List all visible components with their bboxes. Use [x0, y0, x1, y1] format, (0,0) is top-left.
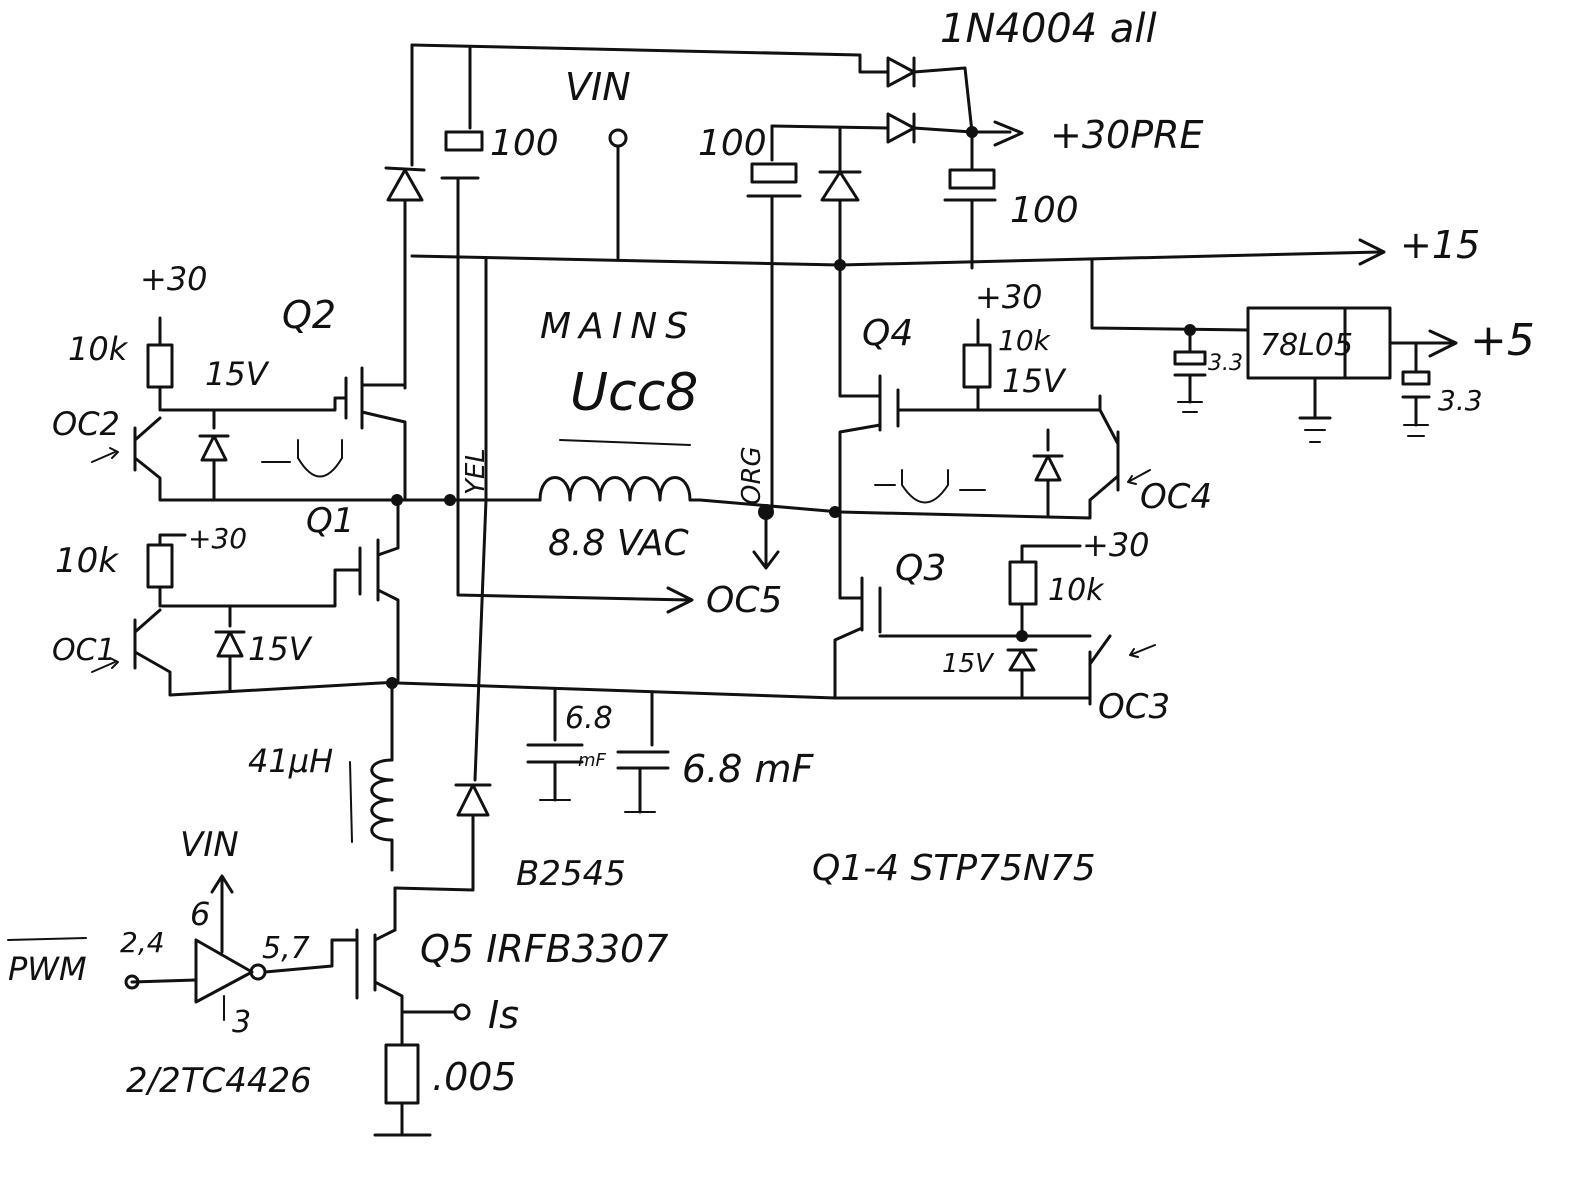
label-z-q4: 15V	[1002, 362, 1067, 400]
label-cap-left-top: 100	[490, 123, 559, 164]
label-wire-org: ORG	[737, 446, 767, 505]
label-diode-b: B2545	[516, 854, 626, 894]
resistor-q4-icon	[962, 343, 992, 389]
label-pins-out: 5,7	[262, 931, 310, 966]
label-cap-right-top: 100	[1010, 190, 1079, 231]
label-q4: Q4	[862, 313, 913, 354]
bottom-section	[7, 681, 837, 1137]
label-driver: 2/2TC4426	[126, 1061, 312, 1101]
diode-left-icon	[386, 168, 424, 202]
label-r-q3: 10k	[1048, 573, 1105, 608]
cap-left-top-icon	[444, 130, 484, 152]
right-half-bridge	[833, 263, 1156, 706]
label-reg-output-cap: 3.3	[1438, 384, 1483, 417]
label-mains-title: MAINS	[540, 306, 696, 347]
resistor-oc1-icon	[146, 543, 174, 589]
diode-mid-icon	[820, 170, 860, 202]
label-pwm: PWM	[8, 950, 87, 988]
reg-input-cap-icon	[1173, 350, 1207, 366]
label-z-q3: 15V	[942, 649, 995, 679]
label-r-q4: 10k	[998, 324, 1052, 357]
label-regulator: 78L05	[1260, 328, 1353, 363]
label-sup-oc1: +30	[188, 522, 247, 555]
zener-q3-icon	[1008, 648, 1036, 672]
label-ac-value: 8.8 VAC	[548, 523, 690, 564]
inductor-41uh-icon	[370, 758, 394, 872]
top-rectifier	[384, 43, 1024, 514]
label-q3: Q3	[895, 548, 946, 589]
cap-right-top-icon	[948, 168, 996, 190]
diode-top-2-icon	[886, 112, 916, 144]
label-sup-q4: +30	[975, 278, 1043, 316]
resistor-q3-icon	[1008, 560, 1038, 606]
label-out-15: +15	[1400, 223, 1480, 267]
label-pin-vdd: 6	[190, 895, 210, 933]
label-oc1: OC1	[52, 633, 116, 668]
zener-oc1-icon	[216, 630, 244, 658]
reg-output-cap-icon	[1401, 370, 1431, 386]
label-reg-input-cap: 3.3	[1208, 351, 1243, 376]
label-shunt: .005	[432, 1055, 517, 1099]
label-out-30pre: +30PRE	[1050, 113, 1204, 157]
label-cap-mid-top: 100	[698, 123, 767, 164]
label-r-oc1: 10k	[55, 541, 119, 581]
label-is: Is	[488, 993, 519, 1037]
label-z-oc1: 15V	[248, 630, 313, 668]
label-z-oc2: 15V	[205, 355, 270, 393]
label-cap1-unit: mF	[578, 750, 607, 771]
label-oc3: OC3	[1098, 687, 1170, 727]
label-cap1: 6.8	[565, 701, 613, 736]
label-vin-bottom: VIN	[180, 825, 239, 865]
label-pin-gnd: 3	[232, 1005, 251, 1040]
inductor-mains-icon	[538, 476, 702, 502]
label-oc2: OC2	[52, 405, 120, 443]
is-terminal	[453, 1003, 471, 1021]
label-oc5: OC5	[706, 580, 782, 621]
label-wire-yel: YEL	[461, 448, 491, 495]
label-out-5: +5	[1470, 315, 1535, 366]
label-oc4: OC4	[1140, 477, 1212, 517]
label-diodes-note: 1N4004 all	[940, 6, 1157, 52]
left-half-bridge	[91, 316, 542, 697]
label-q1: Q1	[306, 501, 354, 541]
label-cap2: 6.8 mF	[682, 747, 815, 791]
label-q5: Q5 IRFB3307	[420, 927, 668, 971]
label-sup-q3: +30	[1082, 526, 1150, 564]
zener-oc2-icon	[200, 434, 228, 462]
resistor-oc2-icon	[146, 343, 174, 389]
gate-driver-icon	[194, 938, 254, 1004]
label-mosfet-note: Q1-4 STP75N75	[812, 848, 1096, 889]
diode-b2545-icon	[456, 783, 490, 817]
diode-top-1-icon	[886, 56, 916, 88]
label-vin-top: VIN	[565, 65, 631, 109]
label-sup-oc2: +30	[140, 260, 208, 298]
labels: 1N4004 all VIN 100 100 +30PRE 100 +15 78…	[8, 6, 1535, 1101]
zener-q4-icon	[1034, 454, 1062, 482]
mains-winding	[456, 256, 842, 782]
label-r-oc2: 10k	[68, 330, 129, 368]
vin-top-terminal	[608, 128, 628, 148]
label-pins-in: 2,4	[120, 926, 165, 959]
shunt-resistor-icon	[384, 1043, 420, 1105]
cap-mid-top-icon	[750, 162, 798, 184]
label-mains-script: Ucc8	[570, 363, 698, 423]
label-q2: Q2	[282, 293, 336, 337]
label-inductor: 41µH	[248, 742, 333, 780]
